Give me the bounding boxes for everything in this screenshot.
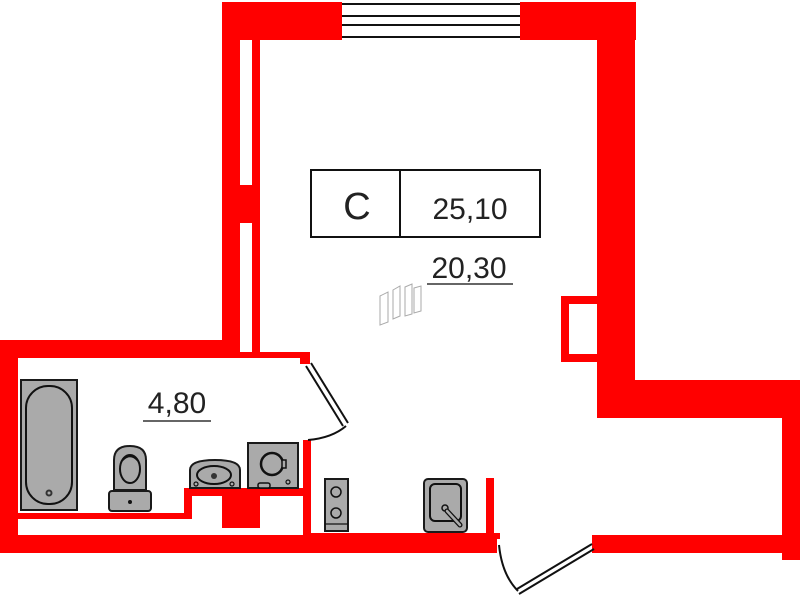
entrance-door-icon: [498, 543, 595, 595]
wall-left-outer: [222, 2, 240, 356]
apartment-badge: С 25,10: [310, 169, 541, 238]
wall-left-joint: [240, 185, 260, 223]
wall-bath-top-inner: [18, 352, 310, 358]
wall-bath-door-jamb: [300, 352, 310, 364]
wall-right-upper: [597, 2, 635, 387]
bathroom-door-icon: [305, 362, 349, 441]
wall-kitchen-stub: [486, 478, 494, 538]
wall-bath-right: [303, 440, 311, 538]
niche-top: [561, 296, 597, 304]
apartment-total-area: 25,10: [432, 193, 507, 226]
toilet-icon: [108, 444, 152, 512]
walls: [0, 2, 800, 560]
washbasin-icon: [189, 458, 241, 489]
stove-icon: [324, 478, 349, 532]
wall-right-step: [597, 380, 800, 418]
kitchen-sink-icon: [423, 478, 468, 533]
living-room-area: 20,30: [431, 252, 506, 285]
wall-bath-column: [222, 490, 260, 528]
niche-left: [561, 296, 569, 362]
wall-bath-step: [184, 490, 192, 519]
wall-top-left: [222, 2, 342, 40]
washing-machine-icon: [247, 442, 299, 489]
apartment-type-letter: С: [343, 186, 370, 228]
window-icon: [342, 3, 520, 38]
wall-bath-bottom-1: [18, 513, 190, 519]
wall-bottom-main: [0, 535, 497, 553]
bathroom-area: 4,80: [148, 387, 206, 420]
bathtub-icon: [20, 379, 78, 511]
wall-bath-left: [0, 340, 18, 553]
wall-bottom-right: [592, 535, 800, 553]
wall-kitchen-base: [310, 533, 500, 539]
wardrobe-icon: [379, 283, 422, 326]
wall-right-lower: [782, 380, 800, 560]
niche-bottom: [561, 354, 597, 362]
